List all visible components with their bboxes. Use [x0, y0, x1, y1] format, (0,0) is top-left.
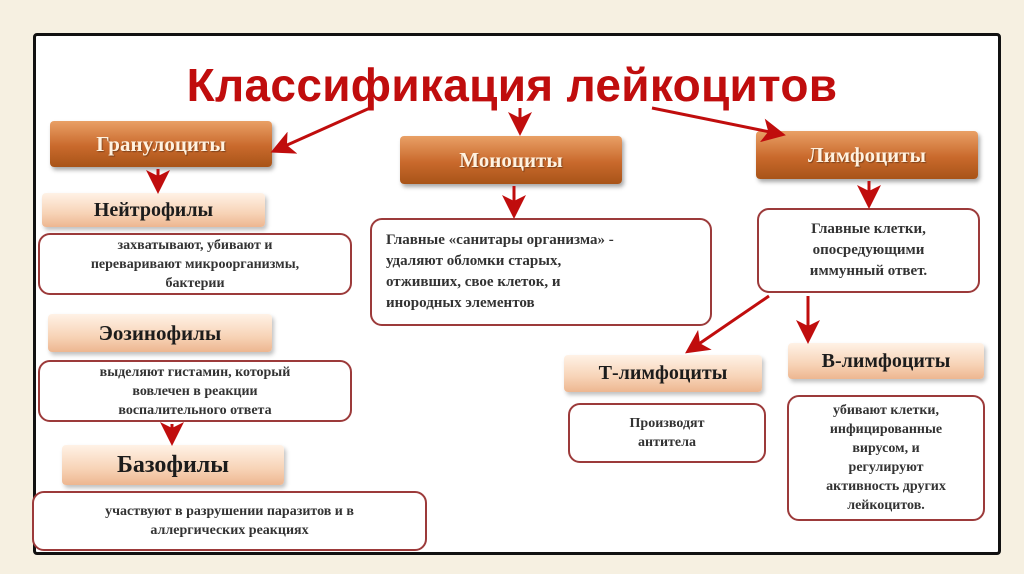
- granulocytes-node: Гранулоциты: [50, 121, 272, 167]
- b-lymphocytes-node: В-лимфоциты: [788, 343, 984, 379]
- lymphocytes-description: Главные клетки, опосредующими иммунный о…: [757, 208, 980, 293]
- t-lymphocytes-node: Т-лимфоциты: [564, 355, 762, 392]
- lymphocytes-node: Лимфоциты: [756, 131, 978, 179]
- t-lymphocytes-description: Производят антитела: [568, 403, 766, 463]
- b-lymphocytes-description: убивают клетки, инфицированные вирусом, …: [787, 395, 985, 521]
- page-title: Классификация лейкоцитов: [186, 59, 838, 111]
- basophils-description: участвуют в разрушении паразитов и в алл…: [32, 491, 427, 551]
- monocytes-description: Главные «санитары организма» - удаляют о…: [370, 218, 712, 326]
- neutrophils-node: Нейтрофилы: [42, 193, 265, 227]
- monocytes-node: Моноциты: [400, 136, 622, 184]
- eosinophils-description: выделяют гистамин, который вовлечен в ре…: [38, 360, 352, 422]
- basophils-node: Базофилы: [62, 445, 284, 485]
- neutrophils-description: захватывают, убивают и переваривают микр…: [38, 233, 352, 295]
- eosinophils-node: Эозинофилы: [48, 314, 272, 352]
